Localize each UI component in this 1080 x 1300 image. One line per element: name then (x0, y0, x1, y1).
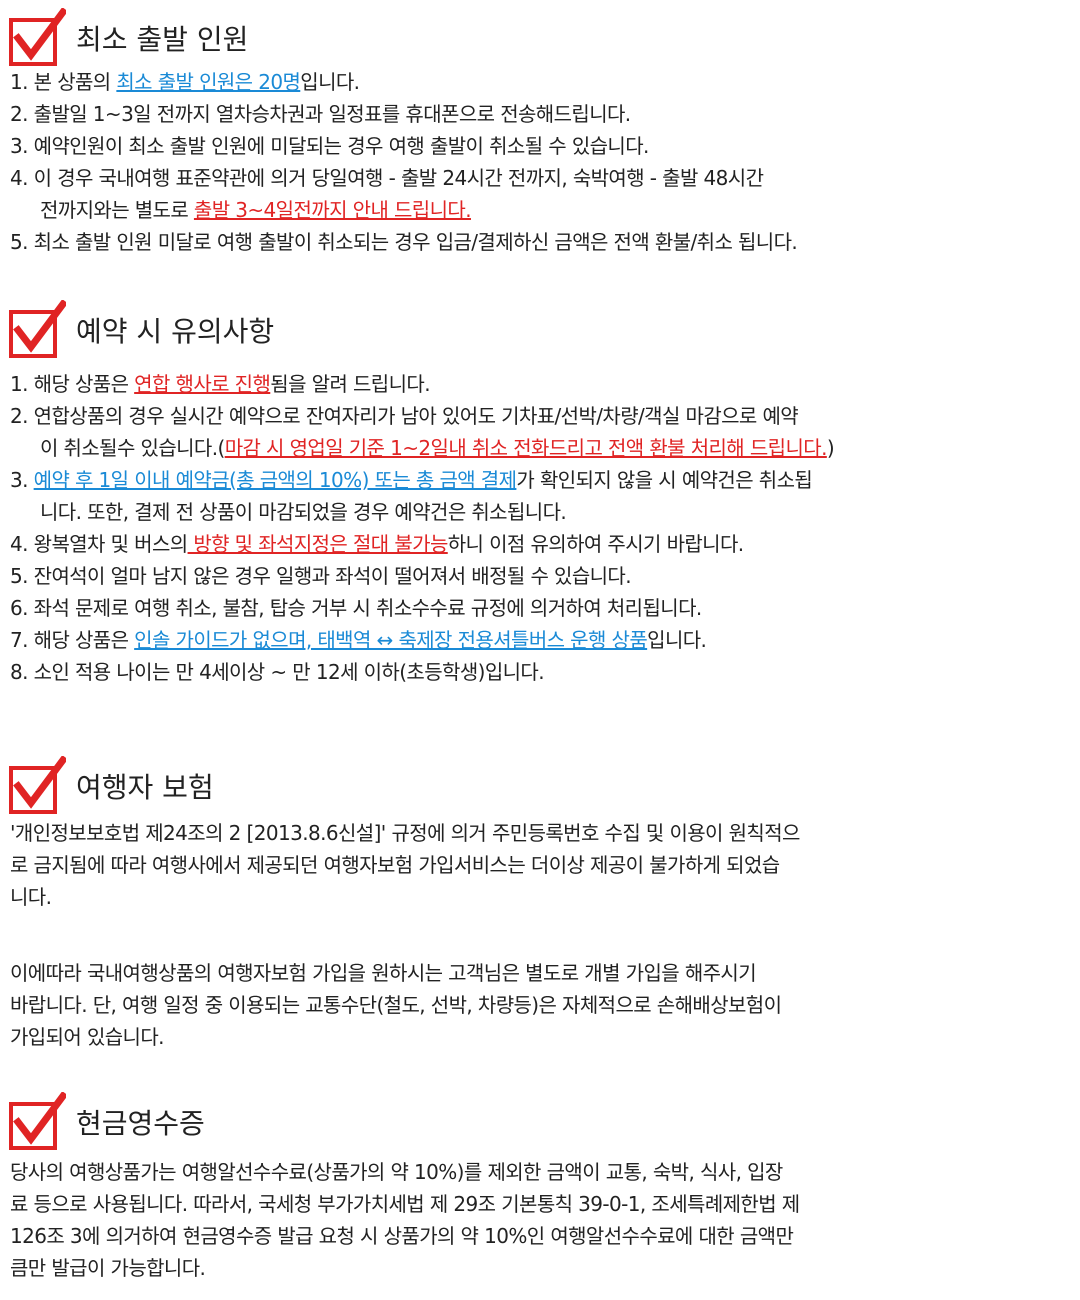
list-item: 1. 본 상품의 최소 출발 인원은 20명입니다. (10, 70, 360, 94)
insurance-paragraph-1: '개인정보보호법 제24조의 2 [2013.8.6신설]' 규정에 의거 주민… (10, 821, 800, 909)
highlight-text: 출발 3~4일전까지 안내 드립니다. (193, 198, 472, 222)
receipt-paragraph: 당사의 여행상품가는 여행알선수수료(상품가의 약 10%)를 제외한 금액이 … (10, 1160, 800, 1280)
section-title-text: 현금영수증 (76, 1107, 205, 1140)
insurance-paragraph-2: 이에따라 국내여행상품의 여행자보험 가입을 원하시는 고객님은 별도로 개별 … (10, 961, 782, 1049)
highlight-text: 마감 시 영업일 기준 1~2일내 취소 전화드리고 전액 환불 처리해 드립니… (224, 436, 828, 460)
highlight-text: 방향 및 좌석지정은 절대 불가능 (187, 532, 448, 556)
section-title-text: 최소 출발 인원 (76, 23, 249, 56)
highlight-link[interactable]: 인솔 가이드가 없으며, 태백역 ↔ 축제장 전용셔틀버스 운행 상품 (134, 628, 648, 652)
list-item: 2. 연합상품의 경우 실시간 예약으로 잔여자리가 남아 있어도 기차표/선박… (10, 404, 835, 460)
list-item: 5. 최소 출발 인원 미달로 여행 출발이 취소되는 경우 입금/결제하신 금… (10, 230, 798, 254)
section-title-min-departure: 최소 출발 인원 (8, 8, 248, 68)
section-title-text: 예약 시 유의사항 (76, 315, 275, 348)
highlight-text: 연합 행사로 진행 (134, 372, 271, 396)
list-item: 1. 해당 상품은 연합 행사로 진행됨을 알려 드립니다. (10, 372, 431, 396)
highlight-link[interactable]: 최소 출발 인원은 20명 (116, 70, 301, 94)
checkmark-icon (8, 756, 66, 816)
list-item: 7. 해당 상품은 인솔 가이드가 없으며, 태백역 ↔ 축제장 전용셔틀버스 … (10, 628, 707, 652)
section-title-booking-notes: 예약 시 유의사항 (8, 300, 274, 360)
checkmark-icon (8, 300, 66, 360)
list-item: 8. 소인 적용 나이는 만 4세이상 ~ 만 12세 이하(초등학생)입니다. (10, 660, 545, 684)
checkmark-icon (8, 1092, 66, 1152)
highlight-link[interactable]: 예약 후 1일 이내 예약금(총 금액의 10%) 또는 총 금액 결제 (33, 468, 517, 492)
list-item: 2. 출발일 1~3일 전까지 열차승차권과 일정표를 휴대폰으로 전송해드립니… (10, 102, 631, 126)
list-item: 5. 잔여석이 얼마 남지 않은 경우 일행과 좌석이 떨어져서 배정될 수 있… (10, 564, 632, 588)
list-item: 3. 예약 후 1일 이내 예약금(총 금액의 10%) 또는 총 금액 결제가… (10, 468, 813, 524)
section-title-receipt: 현금영수증 (8, 1092, 205, 1152)
section-title-text: 여행자 보험 (76, 771, 214, 804)
list-item: 4. 왕복열차 및 버스의 방향 및 좌석지정은 절대 불가능하니 이점 유의하… (10, 532, 744, 556)
list-item: 6. 좌석 문제로 여행 취소, 불참, 탑승 거부 시 취소수수료 규정에 의… (10, 596, 702, 620)
booking-notes-list: 1. 해당 상품은 연합 행사로 진행됨을 알려 드립니다. 2. 연합상품의 … (10, 368, 1078, 688)
list-item: 4. 이 경우 국내여행 표준약관에 의거 당일여행 - 출발 24시간 전까지… (10, 166, 764, 222)
min-departure-list: 1. 본 상품의 최소 출발 인원은 20명입니다. 2. 출발일 1~3일 전… (10, 66, 1078, 258)
checkmark-icon (8, 8, 66, 68)
list-item: 3. 예약인원이 최소 출발 인원에 미달되는 경우 여행 출발이 취소될 수 … (10, 134, 649, 158)
section-title-insurance: 여행자 보험 (8, 756, 214, 816)
